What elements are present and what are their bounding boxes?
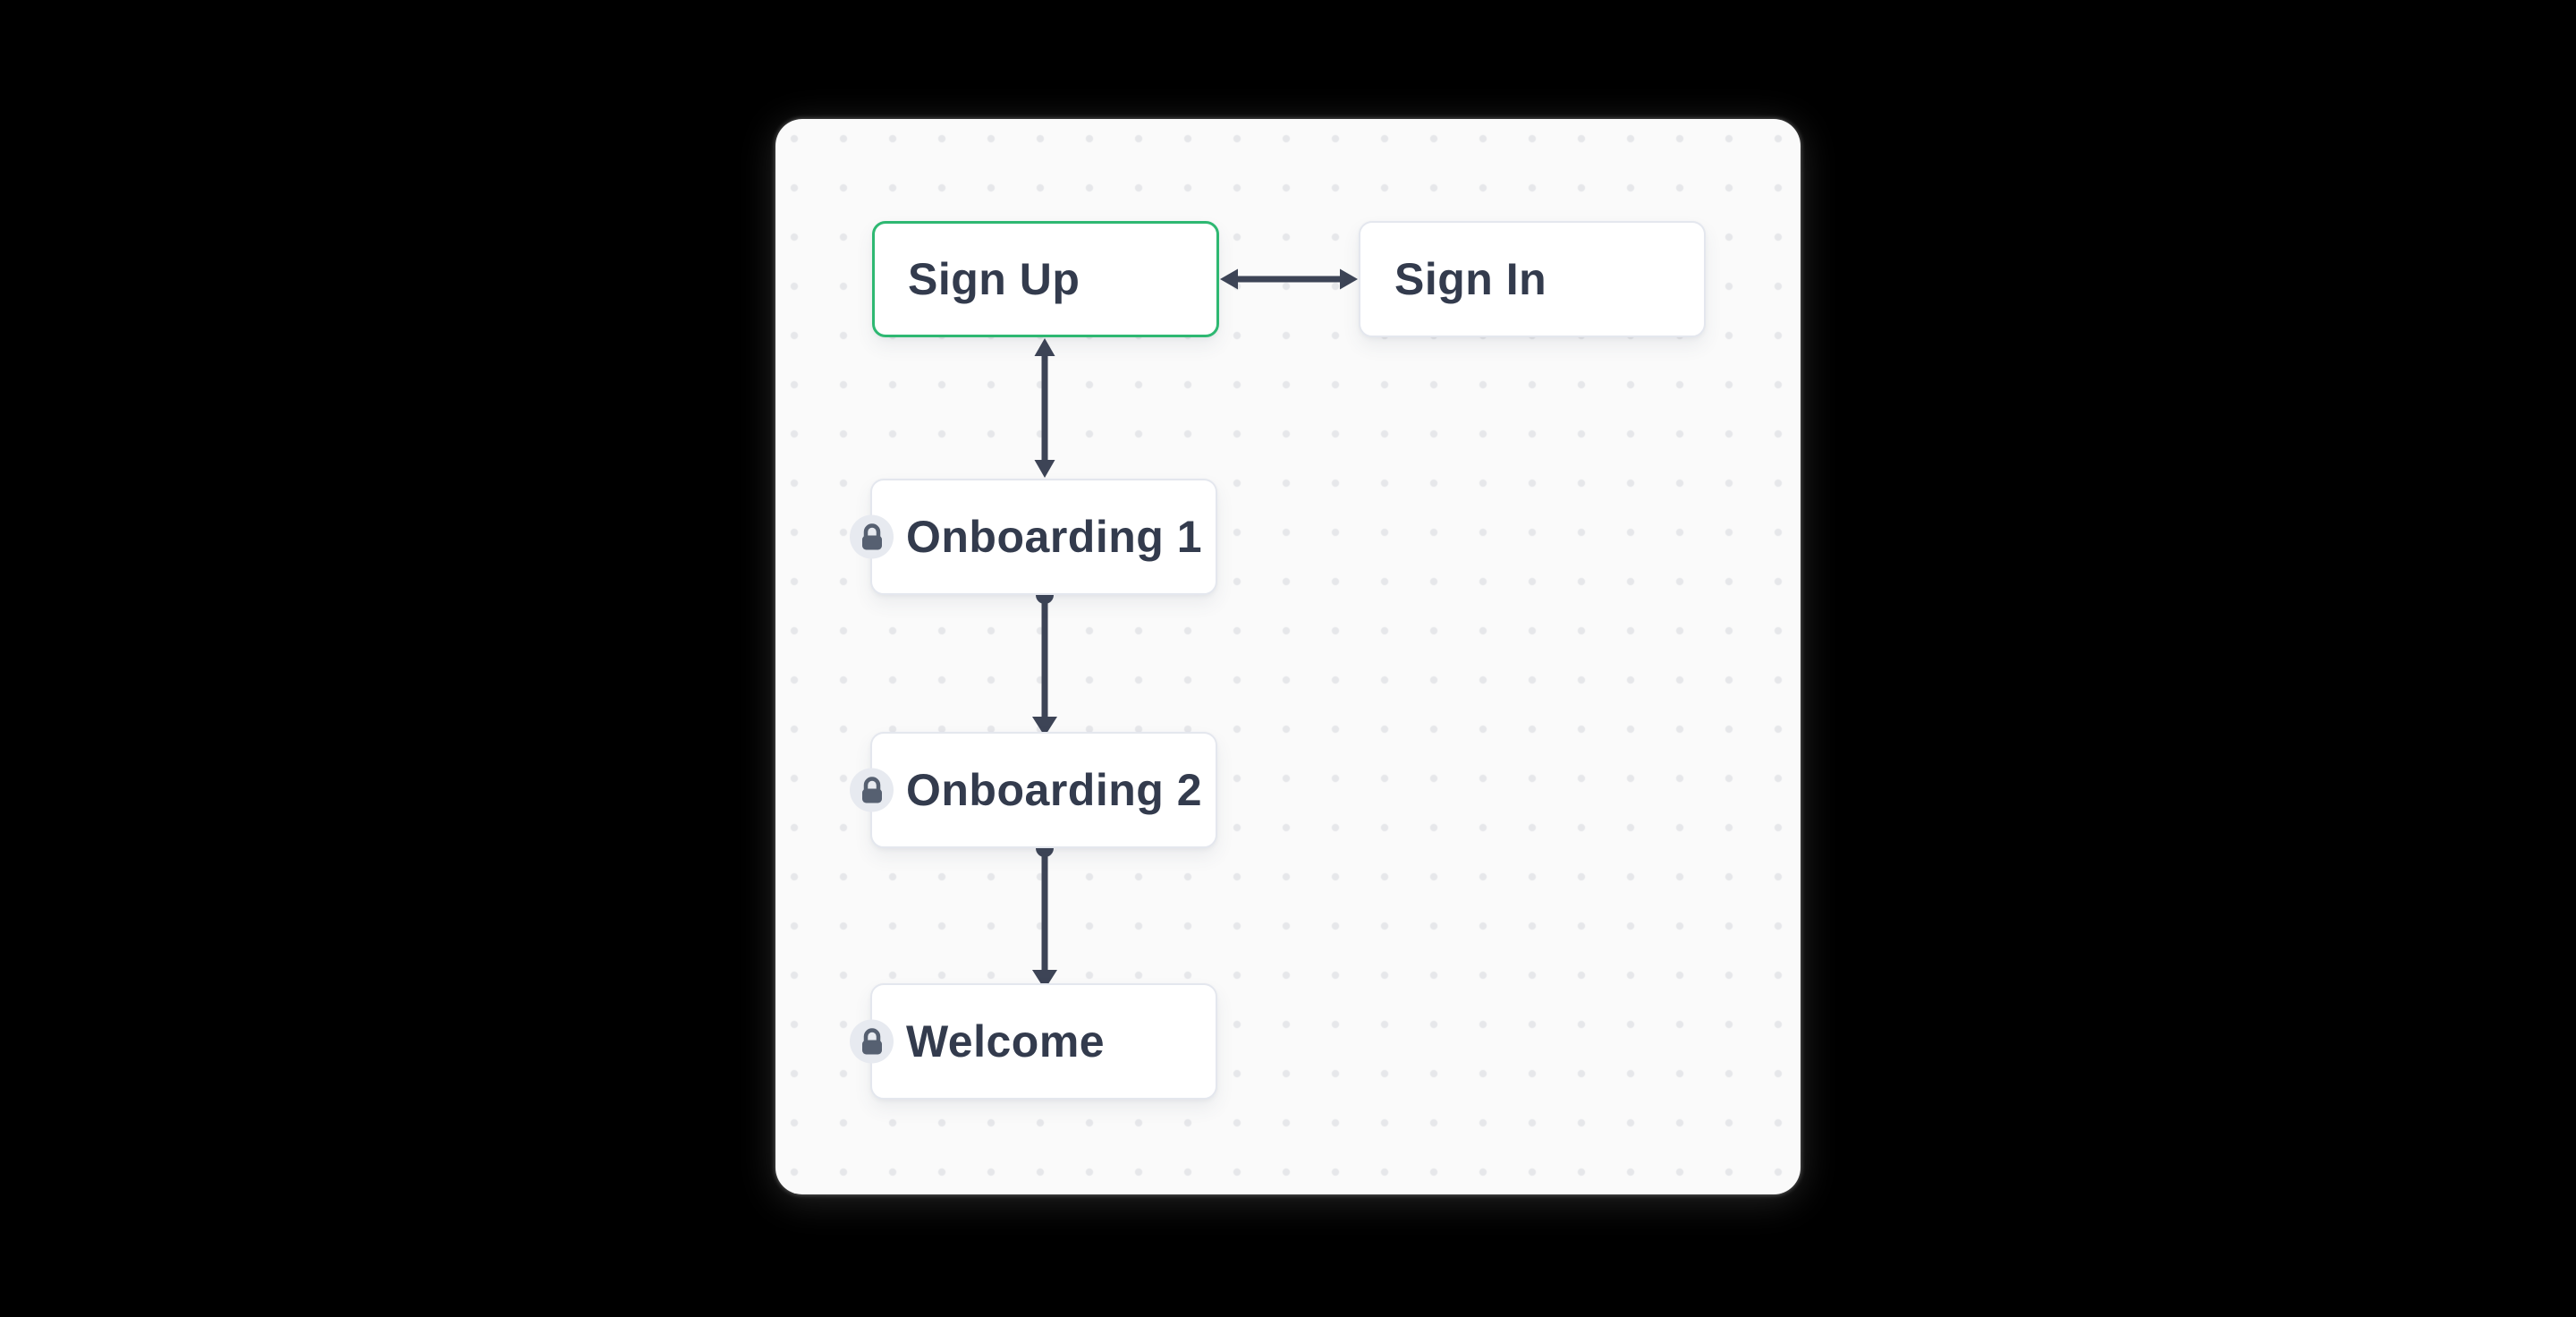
lock-icon — [850, 768, 894, 812]
edge-onboarding2-welcome[interactable] — [1032, 839, 1057, 990]
node-sign-in[interactable]: Sign In — [1359, 221, 1706, 337]
node-label: Sign Up — [908, 254, 1080, 304]
node-label: Sign In — [1394, 254, 1547, 304]
node-label: Onboarding 2 — [906, 765, 1202, 815]
edge-signup-signin[interactable] — [1220, 268, 1358, 290]
node-welcome[interactable]: Welcome — [850, 983, 1217, 1100]
node-sign-up[interactable]: Sign Up — [872, 221, 1219, 337]
edge-onboarding1-onboarding2[interactable] — [1032, 586, 1057, 736]
lock-icon — [850, 1019, 894, 1064]
node-label: Onboarding 1 — [906, 512, 1202, 562]
flow-canvas[interactable]: Sign Up Sign In Onboarding 1 Onboarding … — [775, 119, 1801, 1194]
node-label: Welcome — [906, 1016, 1106, 1066]
node-onboarding-1[interactable]: Onboarding 1 — [850, 479, 1217, 595]
edge-signup-onboarding1[interactable] — [1034, 338, 1055, 478]
lock-icon — [850, 514, 894, 559]
node-onboarding-2[interactable]: Onboarding 2 — [850, 732, 1217, 848]
